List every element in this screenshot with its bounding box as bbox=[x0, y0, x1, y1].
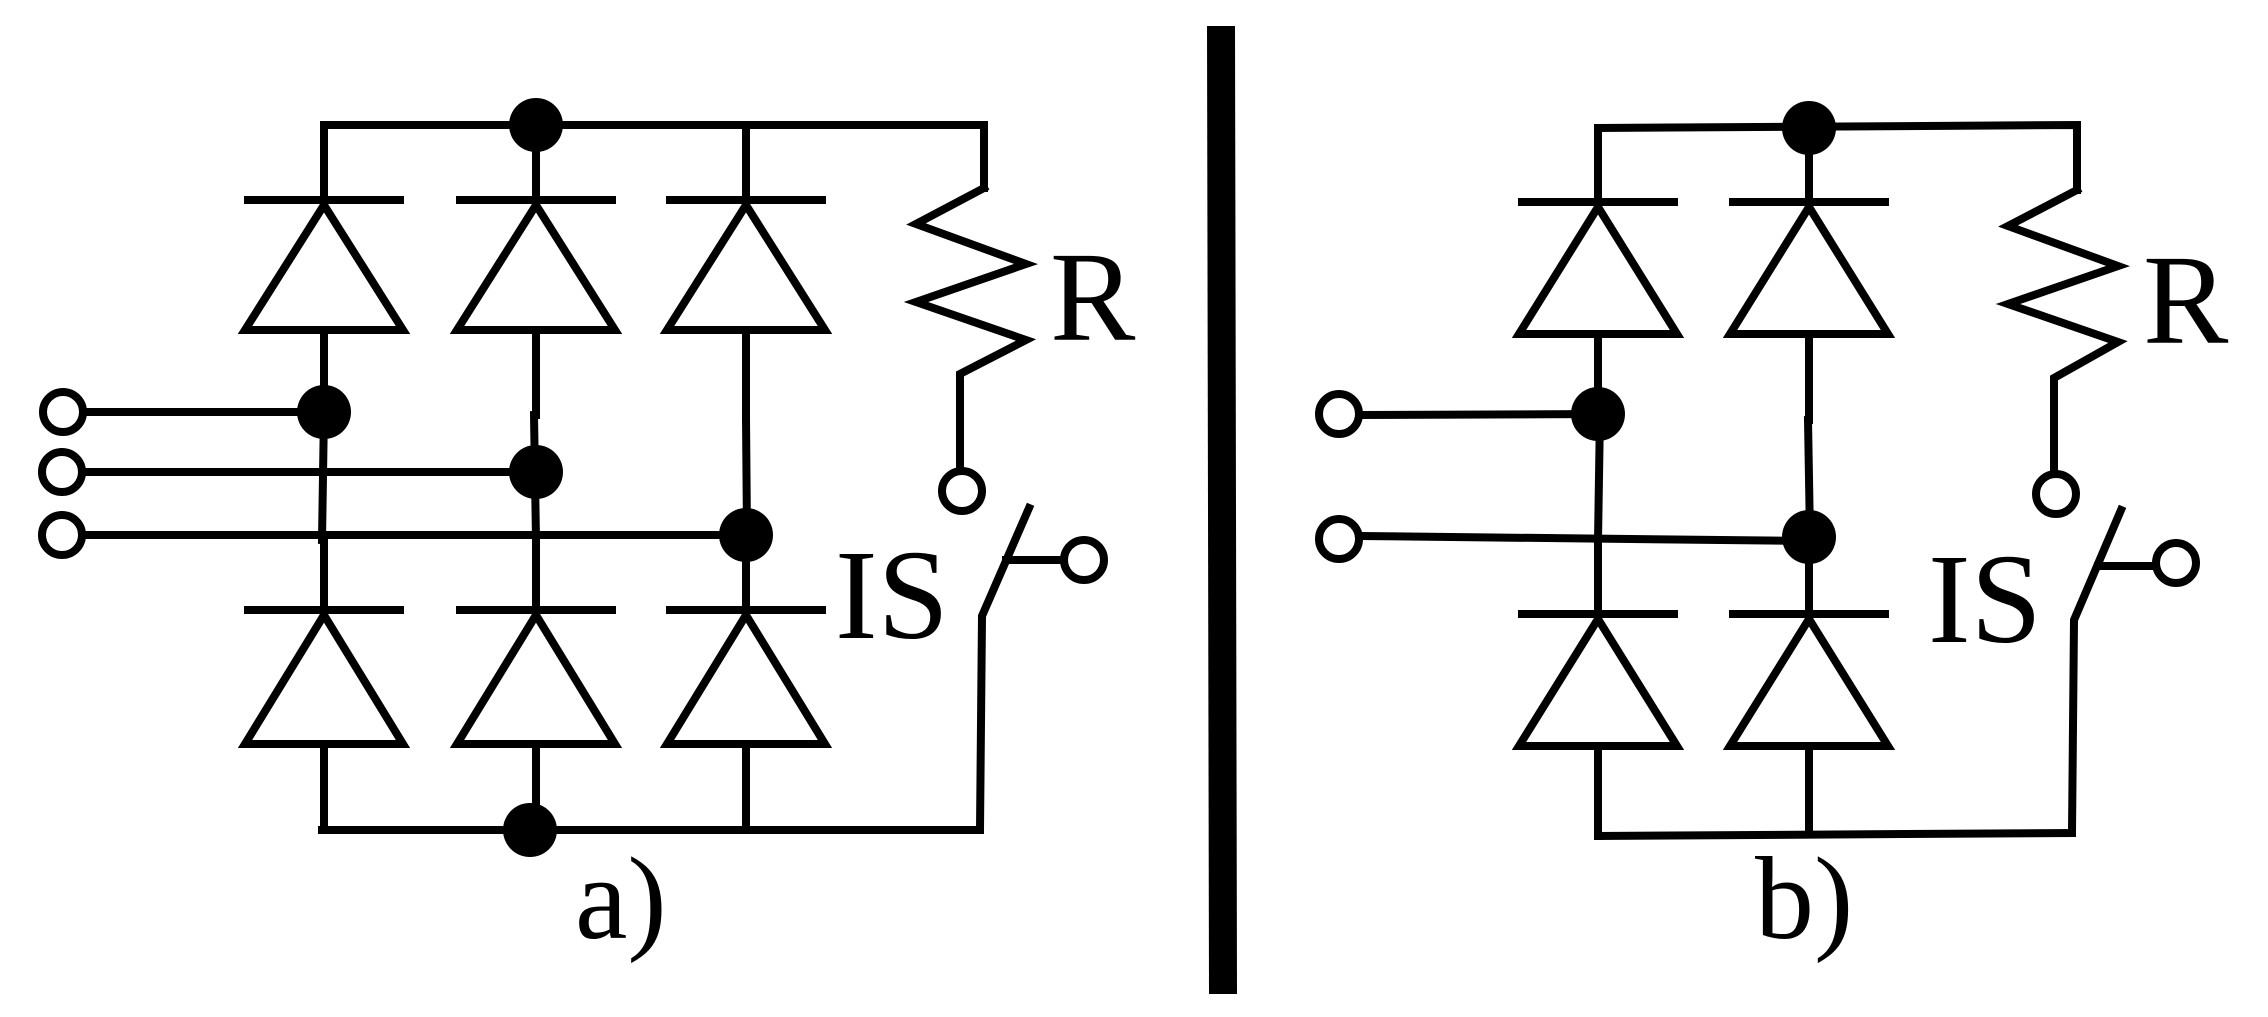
panel-a-top-bus bbox=[320, 121, 988, 192]
panel-b-switch-label: IS bbox=[1928, 528, 2042, 670]
panel-a-leg-3 bbox=[659, 121, 833, 834]
panel-b-isolation-switch bbox=[2067, 504, 2154, 838]
panel-b-bottom-bus bbox=[1593, 828, 2077, 841]
panel-a-junction-1 bbox=[297, 385, 351, 439]
panel-a-resistor-label: R bbox=[1050, 226, 1136, 368]
panel-b-top-bus bbox=[1593, 120, 2081, 194]
panel-b-single-phase-bridge: R IS b) bbox=[1315, 101, 2229, 964]
panel-b-top-junction bbox=[1782, 101, 1836, 155]
panel-b-resistor-symbol bbox=[1995, 184, 2130, 478]
panel-a-switch-label: IS bbox=[835, 524, 949, 666]
panel-divider bbox=[1207, 25, 1237, 995]
panel-a-input-terminal-2 bbox=[38, 448, 86, 496]
panel-a-isolation-switch bbox=[954, 501, 1064, 835]
panel-b-input-line-1 bbox=[1357, 409, 1605, 420]
panel-a-caption: a) bbox=[575, 833, 667, 964]
panel-a-junction-2 bbox=[509, 445, 563, 499]
panel-a-three-phase-bridge: R IS a) bbox=[38, 98, 1136, 964]
panel-b-caption: b) bbox=[1755, 833, 1853, 964]
panel-a-top-junction bbox=[509, 98, 563, 152]
panel-a-input-terminal-1 bbox=[39, 388, 87, 436]
panel-a-leg-1 bbox=[237, 121, 411, 834]
panel-b-junction-2 bbox=[1782, 510, 1836, 564]
panel-b-resistor-terminal bbox=[2032, 470, 2080, 518]
panel-b-leg-1 bbox=[1511, 124, 1685, 840]
panel-a-resistor-symbol bbox=[903, 182, 1038, 474]
panel-b-switch-terminal bbox=[2152, 539, 2200, 587]
panel-b-leg-2 bbox=[1722, 124, 1896, 838]
panel-b-resistor-label: R bbox=[2143, 229, 2229, 371]
panel-a-junction-3 bbox=[719, 508, 773, 562]
panel-b-input-terminal-2 bbox=[1315, 515, 1363, 563]
panel-a-bottom-junction bbox=[503, 803, 557, 857]
panel-a-input-terminal-3 bbox=[38, 511, 86, 559]
panel-a-resistor-terminal bbox=[938, 467, 986, 515]
panel-b-input-line-2 bbox=[1357, 531, 1815, 546]
panel-a-switch-terminal bbox=[1060, 536, 1108, 584]
panel-b-input-terminal-1 bbox=[1315, 390, 1363, 438]
panel-b-junction-1 bbox=[1571, 387, 1625, 441]
